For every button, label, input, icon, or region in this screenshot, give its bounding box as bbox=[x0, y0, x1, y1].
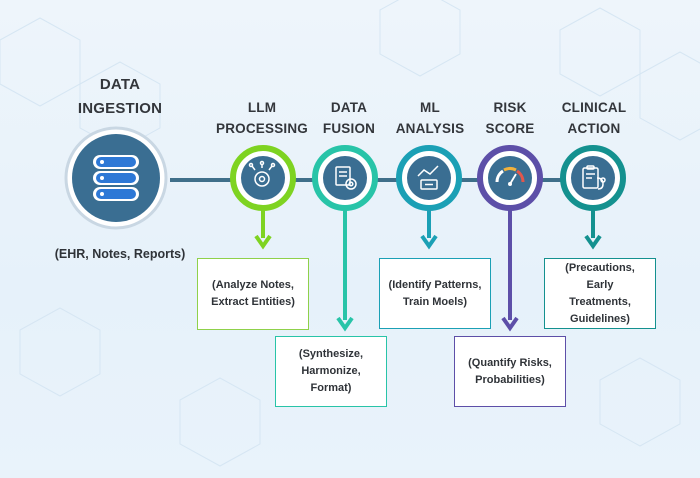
desc-box-ml: (Identify Patterns, Train Moels) bbox=[379, 258, 491, 329]
step-title-clinical-line1: CLINICAL bbox=[561, 100, 627, 115]
clipboard-stethoscope-icon bbox=[582, 165, 606, 190]
desc-box-risk: (Quantify Risks, Probabilities) bbox=[454, 336, 566, 407]
step-node-fusion bbox=[312, 145, 378, 332]
step-title-ml-line1: ML bbox=[420, 100, 440, 115]
step-node-clinical bbox=[560, 145, 626, 250]
step-title-llm-line2: PROCESSING bbox=[215, 121, 309, 136]
data-merge-icon bbox=[335, 166, 357, 190]
desc-risk-line1: (Quantify Risks, bbox=[468, 356, 552, 369]
desc-fusion-line2: Harmonize, bbox=[301, 365, 361, 377]
database-icon bbox=[93, 155, 139, 201]
desc-clinical-line1: (Precautions, Early bbox=[565, 261, 635, 291]
desc-clinical-line3: Guidelines) bbox=[570, 312, 630, 325]
step-title-llm-line1: LLM bbox=[247, 100, 277, 115]
desc-box-fusion: (Synthesize, Harmonize, Format) bbox=[275, 336, 387, 407]
step-title-risk: RISK SCORE bbox=[460, 97, 560, 139]
desc-risk-line2: Probabilities) bbox=[475, 373, 545, 386]
step-node-llm bbox=[230, 145, 296, 250]
step-title-clinical-line2: ACTION bbox=[567, 121, 621, 136]
data-ingestion-title-line2: INGESTION bbox=[77, 100, 163, 117]
desc-llm-line1: (Analyze Notes, bbox=[212, 279, 294, 291]
desc-fusion-line3: Format) bbox=[310, 382, 352, 394]
ml-chart-icon bbox=[417, 165, 439, 190]
desc-box-llm: (Analyze Notes, Extract Entities) bbox=[197, 258, 309, 330]
desc-ml-line1: (Identify Patterns, bbox=[388, 278, 482, 291]
step-title-fusion-line2: FUSION bbox=[322, 121, 376, 136]
step-title-ml-line2: ANALYSIS bbox=[395, 121, 465, 136]
database-node bbox=[64, 126, 168, 230]
data-ingestion-subtitle: (EHR, Notes, Reports) bbox=[54, 247, 186, 261]
desc-clinical-line2: Treatments, bbox=[569, 295, 631, 308]
step-title-risk-line1: RISK bbox=[493, 100, 527, 115]
step-title-clinical: CLINICAL ACTION bbox=[540, 97, 648, 139]
step-title-fusion-line1: DATA bbox=[330, 100, 368, 115]
data-ingestion-title: DATA INGESTION bbox=[55, 73, 185, 121]
ai-brain-icon bbox=[248, 160, 276, 187]
step-title-llm: LLM PROCESSING bbox=[203, 97, 321, 139]
desc-box-clinical: (Precautions, Early Treatments, Guidelin… bbox=[544, 258, 656, 329]
step-node-ml bbox=[396, 145, 462, 250]
step-title-fusion: DATA FUSION bbox=[296, 97, 402, 139]
step-node-risk bbox=[477, 145, 543, 332]
desc-ml-line2: Train Moels) bbox=[402, 295, 468, 308]
data-ingestion-title-line1: DATA bbox=[99, 76, 141, 93]
desc-llm-line2: Extract Entities) bbox=[211, 296, 295, 308]
gauge-icon bbox=[495, 167, 525, 186]
step-title-risk-line2: SCORE bbox=[485, 121, 535, 136]
step-title-ml: ML ANALYSIS bbox=[378, 97, 482, 139]
desc-fusion-line1: (Synthesize, bbox=[298, 348, 364, 360]
